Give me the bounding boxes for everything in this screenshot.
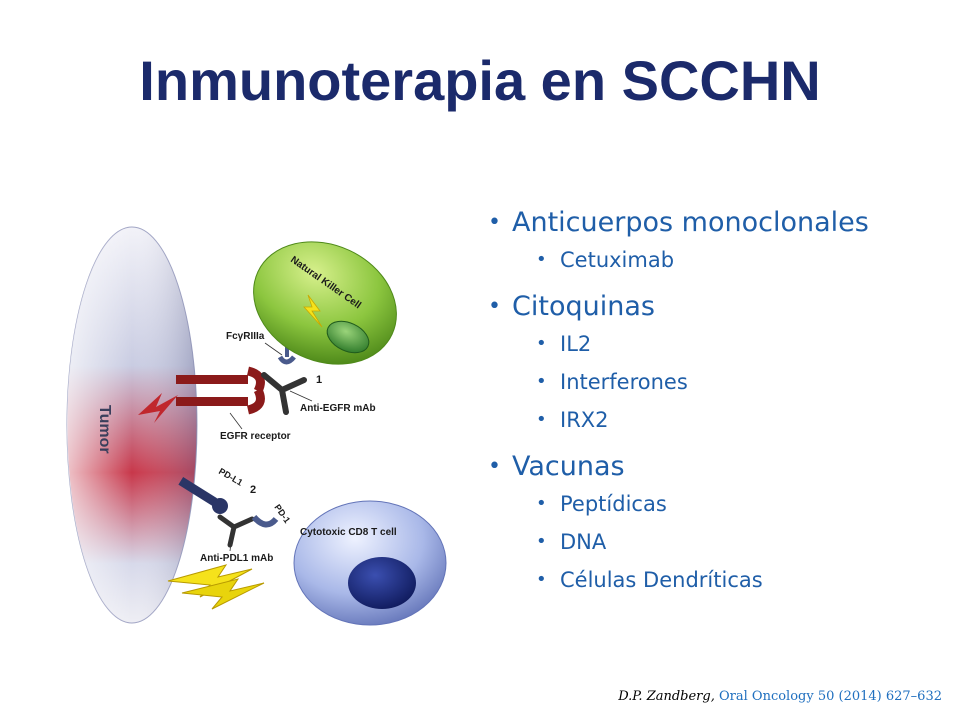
- bullet-item: Células Dendríticas: [488, 561, 948, 599]
- tumor-label: Tumor: [96, 405, 113, 454]
- bullet-item: DNA: [488, 523, 948, 561]
- egfr-receptor: [176, 366, 265, 415]
- bullet-item: Cetuximab: [488, 241, 948, 279]
- bullet-item: IRX2: [488, 401, 948, 439]
- bullet-item: Interferones: [488, 363, 948, 401]
- bullet-item: Peptídicas: [488, 485, 948, 523]
- anti-egfr-label: Anti-EGFR mAb: [300, 403, 376, 414]
- egfr-receptor-label: EGFR receptor: [220, 431, 291, 442]
- mechanism-2-label: 2: [250, 484, 256, 496]
- lightning-bolt-icon: [167, 564, 265, 610]
- bullet-category: Citoquinas: [488, 289, 948, 325]
- citation-journal: Oral Oncology 50 (2014) 627–632: [719, 689, 942, 704]
- anti-egfr-antibody: [261, 372, 307, 415]
- anti-pdl1-antibody: [217, 514, 255, 548]
- pd-1-receptor: [251, 514, 279, 528]
- immunotherapy-diagram: Tumor Natural Killer Cell FcγRIIIa 1 Ant…: [66, 226, 447, 626]
- mechanism-1-label: 1: [316, 374, 322, 386]
- cytotoxic-t-cell: Cytotoxic CD8 T cell: [293, 500, 447, 626]
- tumor-cell: Tumor: [66, 226, 198, 624]
- bullet-category: Vacunas: [488, 449, 948, 485]
- anti-pdl1-label: Anti-PDL1 mAb: [200, 553, 273, 564]
- natural-killer-cell: Natural Killer Cell: [253, 241, 397, 365]
- fc-receptor-label: FcγRIIIa: [226, 331, 265, 342]
- fc-receptor: [277, 345, 296, 365]
- slide-title: Inmunoterapia en SCCHN: [139, 49, 821, 112]
- pd-l1-label: PD-L1: [217, 466, 245, 488]
- lightning-bolt-icon: [138, 393, 178, 423]
- bullet-item: IL2: [488, 325, 948, 363]
- citation: D.P. Zandberg, Oral Oncology 50 (2014) 6…: [618, 689, 942, 704]
- immunotherapy-list: Anticuerpos monoclonales Cetuximab Citoq…: [488, 205, 948, 599]
- pd-l1-receptor: [178, 477, 228, 514]
- t-cell-label: Cytotoxic CD8 T cell: [300, 527, 397, 538]
- citation-author: D.P. Zandberg,: [618, 689, 715, 704]
- bullet-category: Anticuerpos monoclonales: [488, 205, 948, 241]
